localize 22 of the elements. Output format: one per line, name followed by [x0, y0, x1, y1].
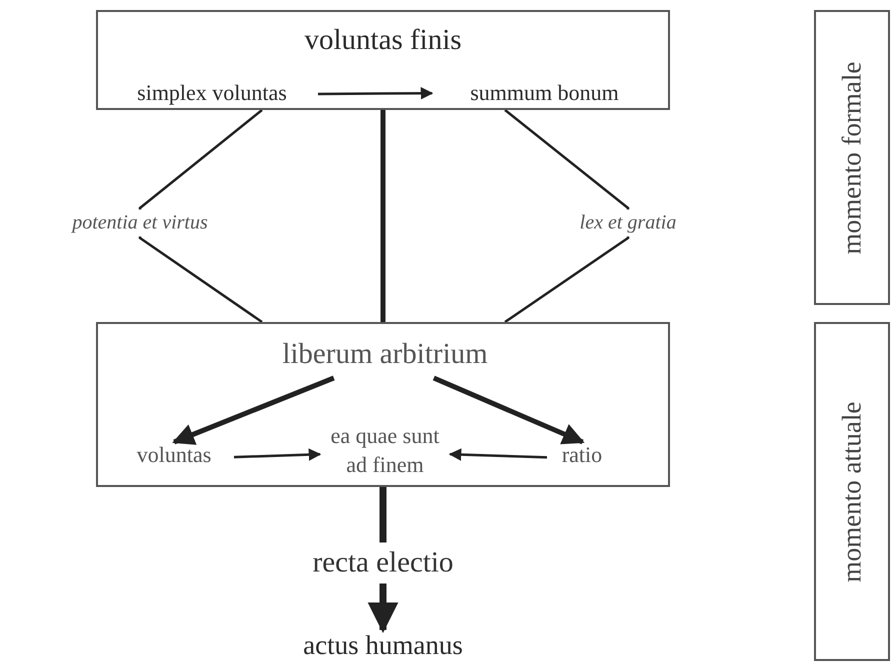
arrow — [432, 376, 585, 444]
node-label: voluntas — [114, 442, 234, 474]
node-label: ratio — [547, 442, 617, 474]
box-heading: voluntas finis — [303, 24, 463, 57]
node-label: ea quae sunt ad finem — [320, 422, 450, 484]
phase-label: momento attuale — [836, 401, 868, 582]
connector-line — [380, 110, 386, 322]
arrow — [172, 376, 335, 445]
arrow — [318, 87, 434, 100]
process-box — [96, 10, 670, 110]
node-label — [96, 322, 670, 487]
node-label: actus humanus — [265, 630, 501, 663]
connector-line — [504, 109, 630, 324]
node-label: liberum arbitrium — [270, 338, 500, 378]
phase-band — [814, 322, 890, 661]
connector-line — [138, 109, 263, 324]
node-label: summum bonum — [432, 80, 657, 110]
phase-band — [814, 10, 890, 305]
arrow — [448, 448, 548, 461]
node-label: simplex voluntas — [106, 80, 318, 110]
arrow — [234, 448, 322, 461]
phase-label: momento formale — [836, 61, 868, 254]
